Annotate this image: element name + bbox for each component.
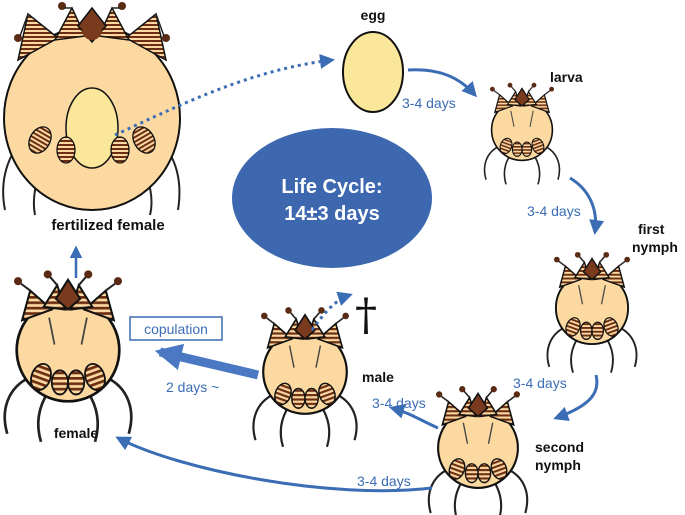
arrow-male-to-female — [154, 343, 260, 380]
copulation-box — [129, 316, 223, 341]
arrow-larva-to-first — [569, 176, 605, 235]
fertilized-female-mite — [2, 2, 181, 216]
copulation-label: copulation — [144, 321, 208, 337]
arrow-male-to-death — [310, 291, 353, 331]
duration-larva-to-first: 3-4 days — [527, 203, 581, 219]
duration-first-to-second: 3-4 days — [513, 375, 567, 391]
male-mite — [252, 306, 358, 448]
label-larva: larva — [550, 69, 583, 85]
label-first-nymph-1: first — [638, 221, 665, 237]
label-second-nymph-2: nymph — [535, 457, 581, 473]
first-nymph-mite — [546, 250, 638, 374]
label-male: male — [362, 369, 394, 385]
duration-second-to-male: 3-4 days — [372, 395, 426, 411]
arrow-egg-to-larva — [407, 68, 477, 98]
label-fertilized-female: fertilized female — [51, 217, 164, 234]
second-nymph-mite — [427, 384, 529, 515]
egg-shape — [342, 31, 404, 113]
duration-egg-to-larva: 3-4 days — [402, 95, 456, 111]
duration-second-to-female: 3-4 days — [357, 473, 411, 489]
arrow-second-to-male — [389, 403, 439, 430]
center-duration: 14±3 days — [284, 203, 380, 225]
duration-male-to-female: 2 days ~ — [166, 379, 219, 395]
center-title: Life Cycle: — [281, 176, 382, 198]
arrow-second-to-female — [115, 436, 433, 493]
female-mite — [3, 269, 133, 444]
arrow-first-to-second — [553, 374, 599, 421]
label-egg: egg — [361, 7, 386, 23]
center-ellipse — [232, 128, 432, 268]
label-female: female — [54, 425, 99, 441]
larva-mite — [483, 82, 561, 186]
label-second-nymph-1: second — [535, 439, 584, 455]
label-first-nymph-2: nymph — [632, 239, 678, 255]
death-cross: † — [355, 290, 377, 341]
